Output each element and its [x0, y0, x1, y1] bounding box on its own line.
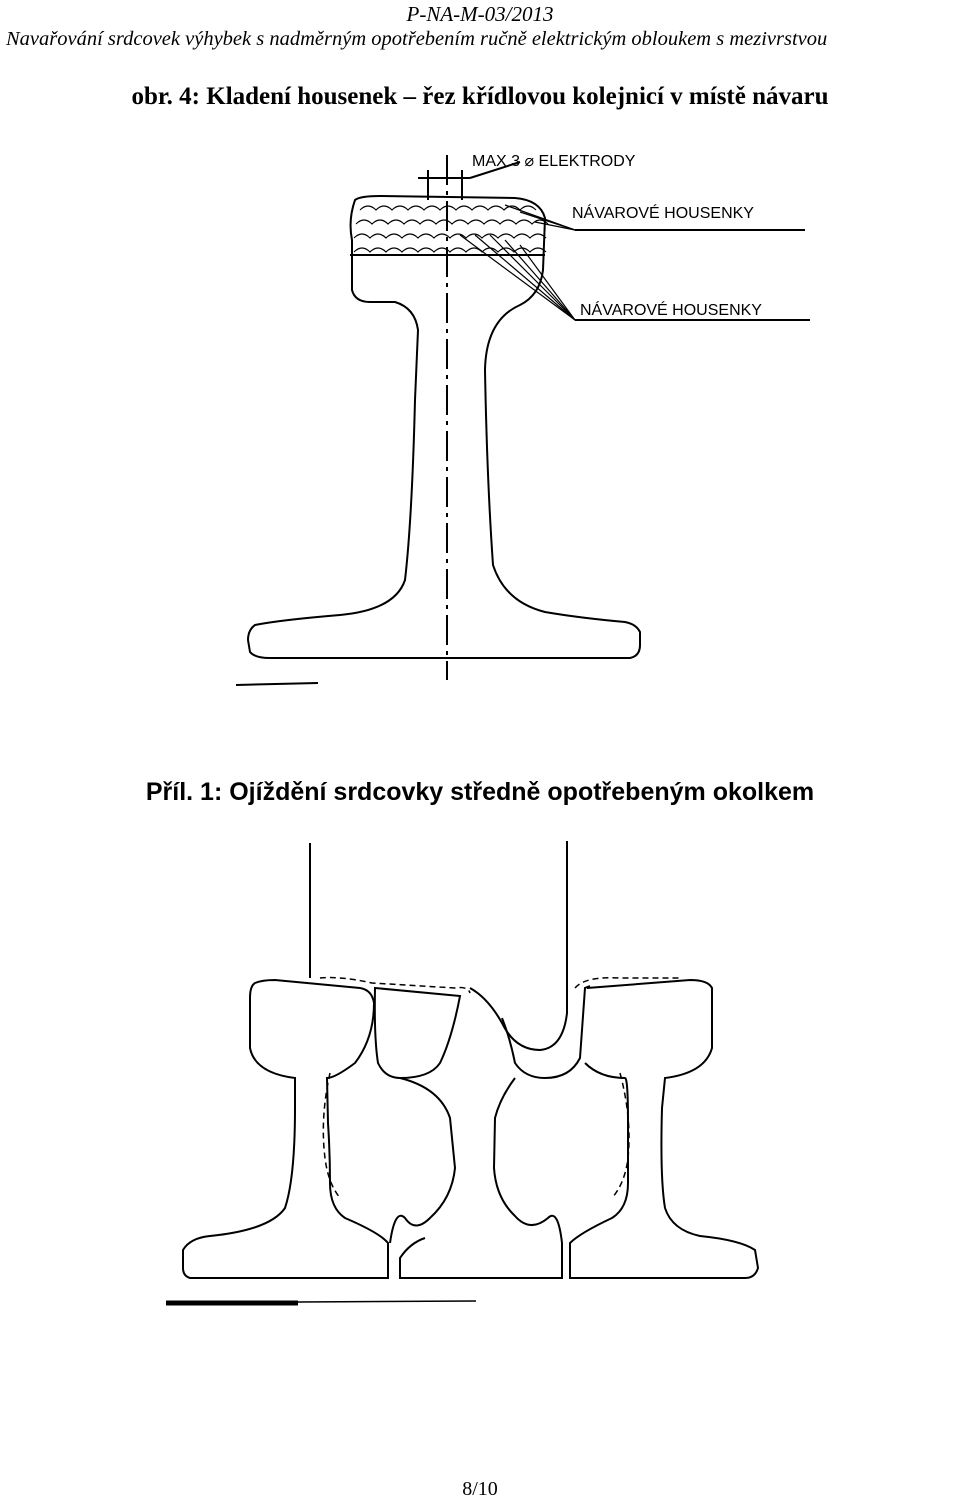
rail-cross-section-drawing: MAX 3 ⌀ ELEKTRODY NÁVAROVÉ HOUSENKY NÁVA… [235, 153, 810, 686]
appendix-caption: Příl. 1: Ojíždění srdcovky středně opotř… [145, 778, 815, 806]
label-weld-beads-upper: NÁVAROVÉ HOUSENKY [572, 203, 754, 222]
document-title: Navařování srdcovek výhybek s nadměrným … [6, 28, 828, 50]
label-weld-beads-lower: NÁVAROVÉ HOUSENKY [580, 300, 762, 319]
left-point-rail [373, 986, 462, 1080]
label-electrodes: MAX 3 ⌀ ELEKTRODY [472, 153, 636, 170]
document-code: P-NA-M-03/2013 [406, 2, 554, 26]
right-wing-rail [569, 978, 760, 1279]
wheel-flange [309, 841, 568, 1052]
rail-profile-outline [246, 194, 641, 659]
right-point-rail [501, 985, 591, 1080]
left-wing-rail [182, 978, 389, 1279]
frog-crossing-drawing [166, 841, 760, 1306]
leader-lines [459, 204, 810, 321]
weld-bead-pattern [353, 205, 549, 253]
worn-profile-dashed [319, 976, 680, 1199]
page-number: 8/10 [462, 1478, 498, 1500]
figure-caption: obr. 4: Kladení housenek – řez křídlovou… [131, 83, 829, 110]
